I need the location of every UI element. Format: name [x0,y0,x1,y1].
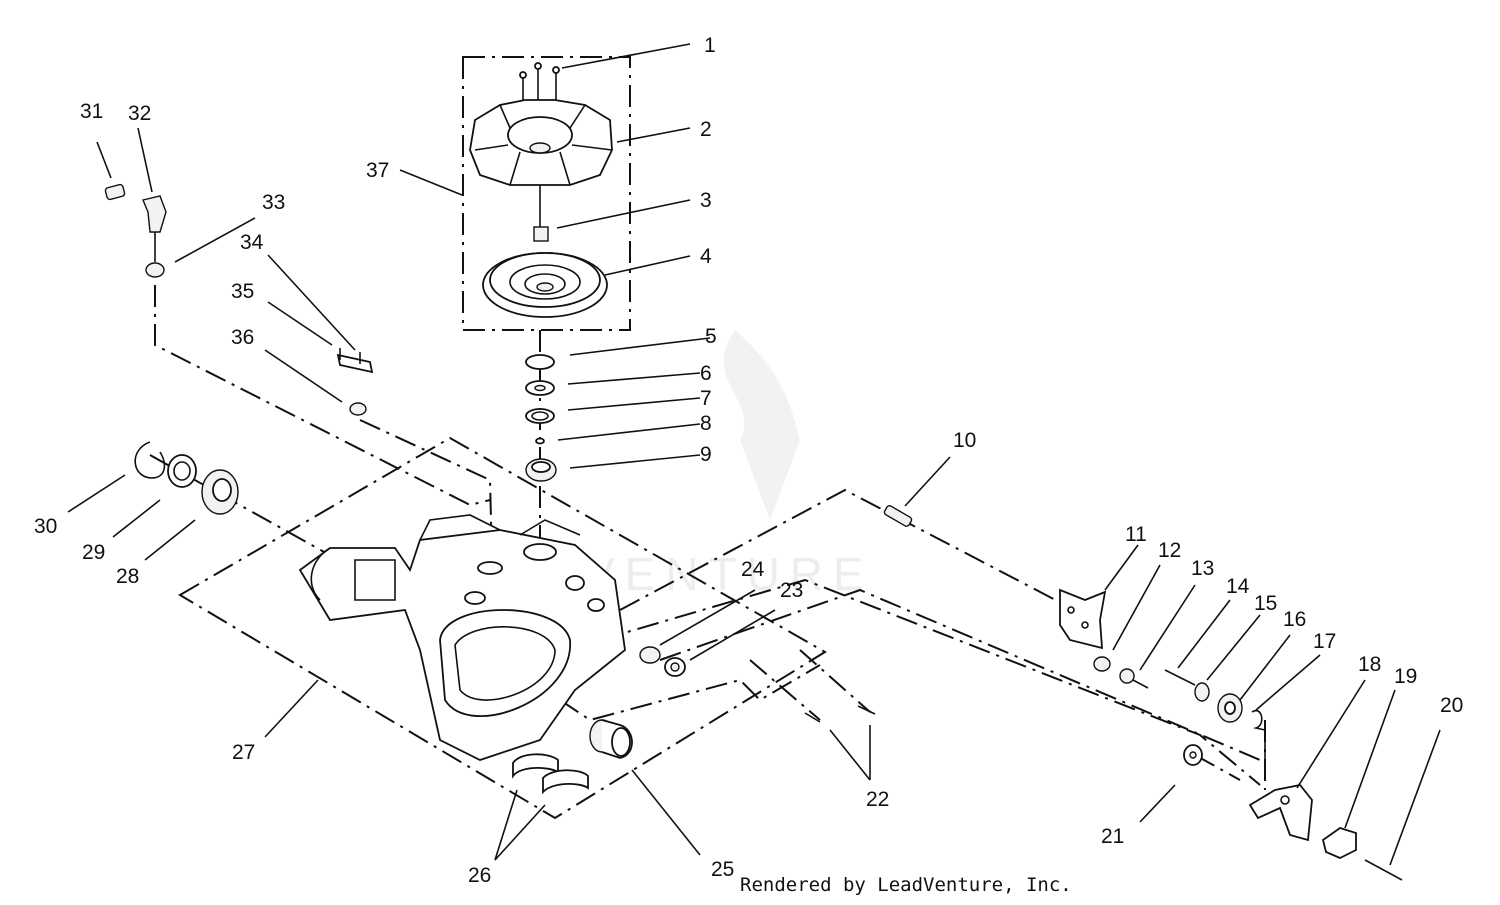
callout-34: 34 [240,231,264,254]
callout-17: 17 [1313,630,1336,653]
part-34-35-link [336,348,374,374]
callout-28: 28 [116,565,139,588]
callout-19: 19 [1394,665,1417,688]
callout-9: 9 [700,443,712,466]
part-13-nut [1119,668,1135,684]
part-10-bolt [883,505,913,527]
callout-24: 24 [741,558,765,581]
part-11-bracket [1059,588,1107,650]
part-20-bolt [1364,859,1403,881]
part-21-washer [1183,744,1203,766]
part-16-bearing [1217,693,1243,723]
callout-11: 11 [1125,523,1147,546]
part-2-fan [469,99,613,230]
parts [104,62,1403,881]
callout-29: 29 [82,541,105,564]
part-9-bearing [525,458,557,482]
callout-6: 6 [700,362,712,385]
callout-8: 8 [700,412,712,435]
part-22-pins [804,705,876,723]
transmission-housing [298,514,626,761]
callout-21: 21 [1101,825,1124,848]
leader-lines [67,43,1441,866]
callout-2: 2 [700,118,712,141]
part-5-snap-ring [525,354,555,370]
part-19-block [1321,827,1357,859]
part-4-pulley [482,252,608,318]
part-31-fitting [104,183,126,201]
part-29-seal [167,454,197,488]
callout-5: 5 [705,325,717,348]
part-3-nut [533,226,549,242]
part-7-seal [525,408,555,424]
part-8-o-ring [535,437,545,445]
callout-20: 20 [1440,694,1463,717]
callout-14: 14 [1226,575,1250,598]
part-15-washer [1194,682,1210,702]
callout-32: 32 [128,102,151,125]
part-25-bushing [589,719,633,759]
part-28-bearing [201,469,239,515]
part-17-spring [1251,709,1266,760]
part-33-grommet [145,262,165,278]
callout-12: 12 [1158,539,1181,562]
callout-30: 30 [34,515,57,538]
callout-3: 3 [700,189,712,212]
callout-22: 22 [866,788,889,811]
render-credit: Rendered by LeadVenture, Inc. [740,874,1072,896]
part-36-washer [349,402,367,416]
callout-26: 26 [468,864,491,887]
part-24-spacer [639,646,661,664]
part-12-spacer [1093,656,1111,672]
part-18-control-arm [1248,784,1313,842]
callout-35: 35 [231,280,254,303]
part-32-elbow [142,195,167,262]
callout-33: 33 [262,191,285,214]
callout-27: 27 [232,741,255,764]
callout-25: 25 [711,858,734,881]
callout-23: 23 [780,579,803,602]
part-14-bolt [1164,669,1196,686]
callout-7: 7 [700,387,712,410]
callout-31: 31 [80,100,103,123]
part-30-snap-ring [134,441,166,479]
callout-1: 1 [704,34,716,57]
callout-labels: 1 2 3 4 5 6 7 8 9 10 11 12 13 14 15 16 1… [34,34,1463,887]
callout-18: 18 [1358,653,1381,676]
callout-37: 37 [366,159,389,182]
callout-16: 16 [1283,608,1306,631]
callout-13: 13 [1191,557,1214,580]
part-26-bushings [512,753,589,795]
callout-36: 36 [231,326,254,349]
part-6-washer [525,380,555,396]
part-23-washer [664,657,686,677]
callout-4: 4 [700,245,712,268]
callout-15: 15 [1254,592,1277,615]
assembly-lines [149,56,1266,820]
callout-10: 10 [953,429,976,452]
